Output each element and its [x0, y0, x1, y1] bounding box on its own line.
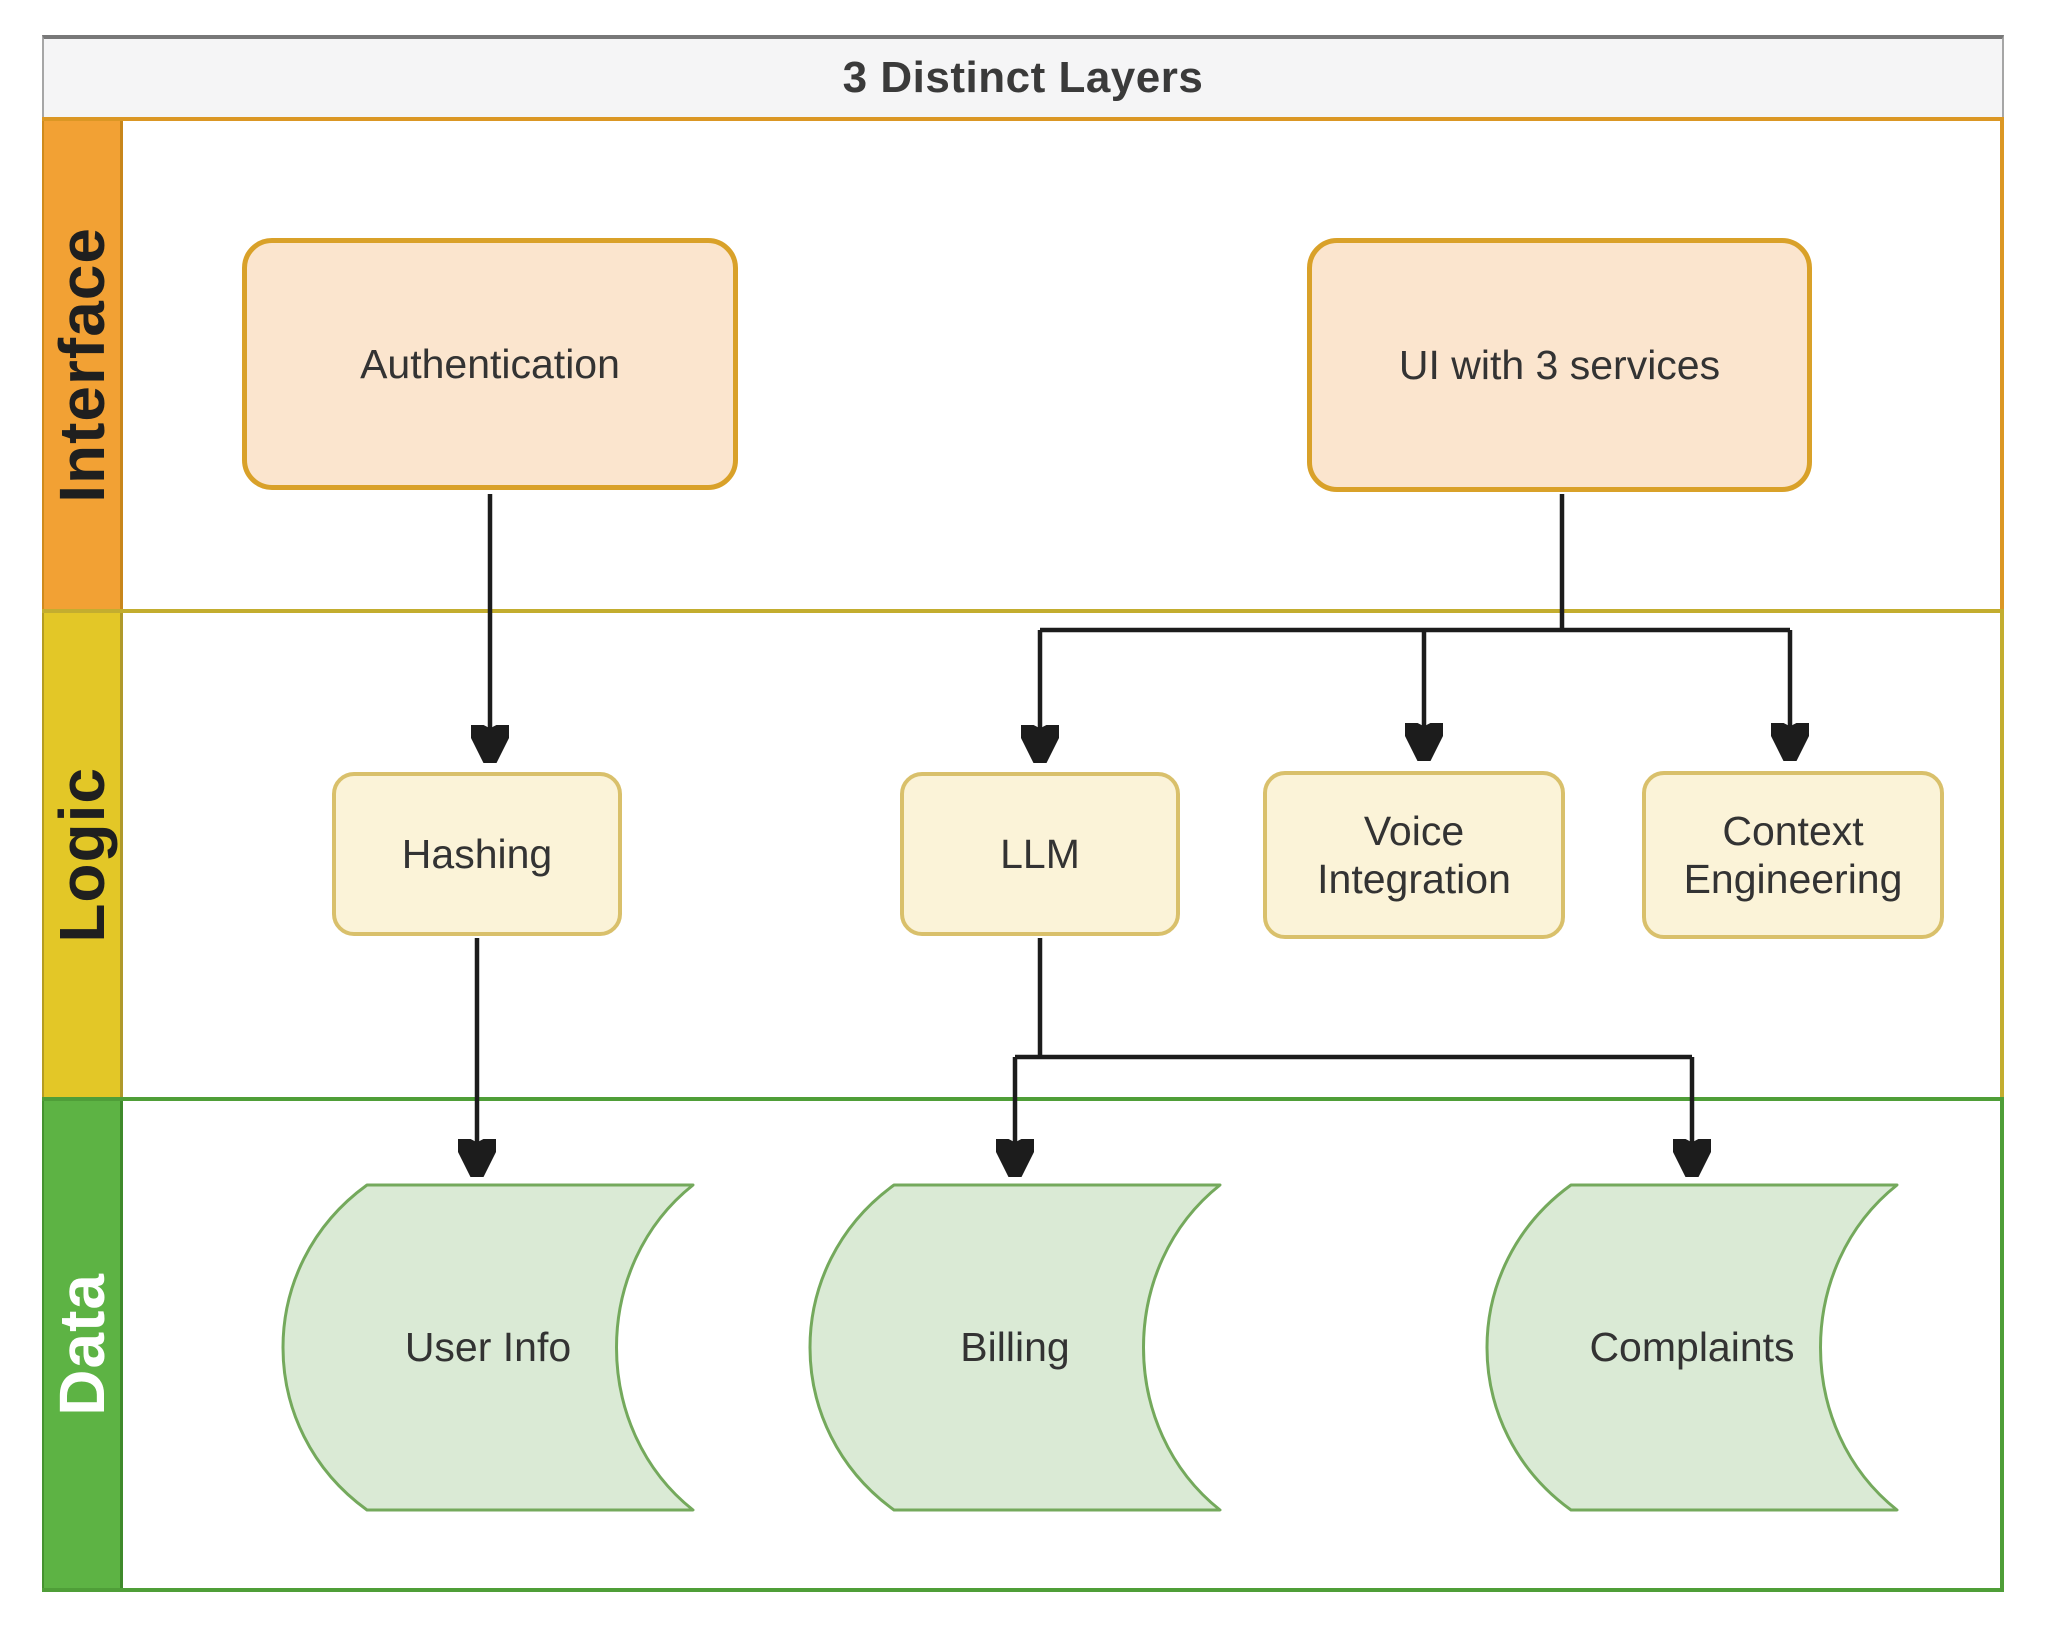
- stored-data-shape: [808, 1183, 1222, 1512]
- node-label: User Info: [404, 1324, 572, 1370]
- node-context-engineering: Context Engineering: [1642, 771, 1944, 939]
- lane-label-text: Data: [46, 1273, 118, 1416]
- lane-label-logic: Logic: [42, 613, 123, 1097]
- node-label: Context Engineering: [1683, 807, 1903, 902]
- stored-data-shape: [281, 1183, 695, 1512]
- node-hashing: Hashing: [332, 772, 622, 936]
- pool-header: 3 Distinct Layers: [42, 35, 2004, 117]
- node-label: Complaints: [1589, 1324, 1795, 1370]
- node-ui-with-3-services: UI with 3 services: [1307, 238, 1812, 492]
- node-label: Billing: [960, 1324, 1070, 1370]
- node-voice-integration: Voice Integration: [1263, 771, 1565, 939]
- lane-label-text: Interface: [46, 227, 118, 503]
- node-llm: LLM: [900, 772, 1180, 936]
- node-label: Authentication: [360, 340, 620, 387]
- pool-title: 3 Distinct Layers: [842, 53, 1204, 102]
- node-label: Voice Integration: [1317, 807, 1511, 902]
- node-label: LLM: [1000, 830, 1080, 877]
- node-label: Hashing: [401, 830, 553, 877]
- stored-data-shape: [1485, 1183, 1899, 1512]
- node-authentication: Authentication: [242, 238, 738, 490]
- lane-interface: Interface: [42, 117, 2004, 609]
- node-complaints: Complaints: [1485, 1183, 1899, 1512]
- lane-label-text: Logic: [46, 767, 118, 943]
- node-billing: Billing: [808, 1183, 1222, 1512]
- lane-label-data: Data: [42, 1101, 123, 1588]
- node-user-info: User Info: [281, 1183, 695, 1512]
- node-label: UI with 3 services: [1398, 341, 1721, 388]
- lane-label-interface: Interface: [42, 121, 123, 609]
